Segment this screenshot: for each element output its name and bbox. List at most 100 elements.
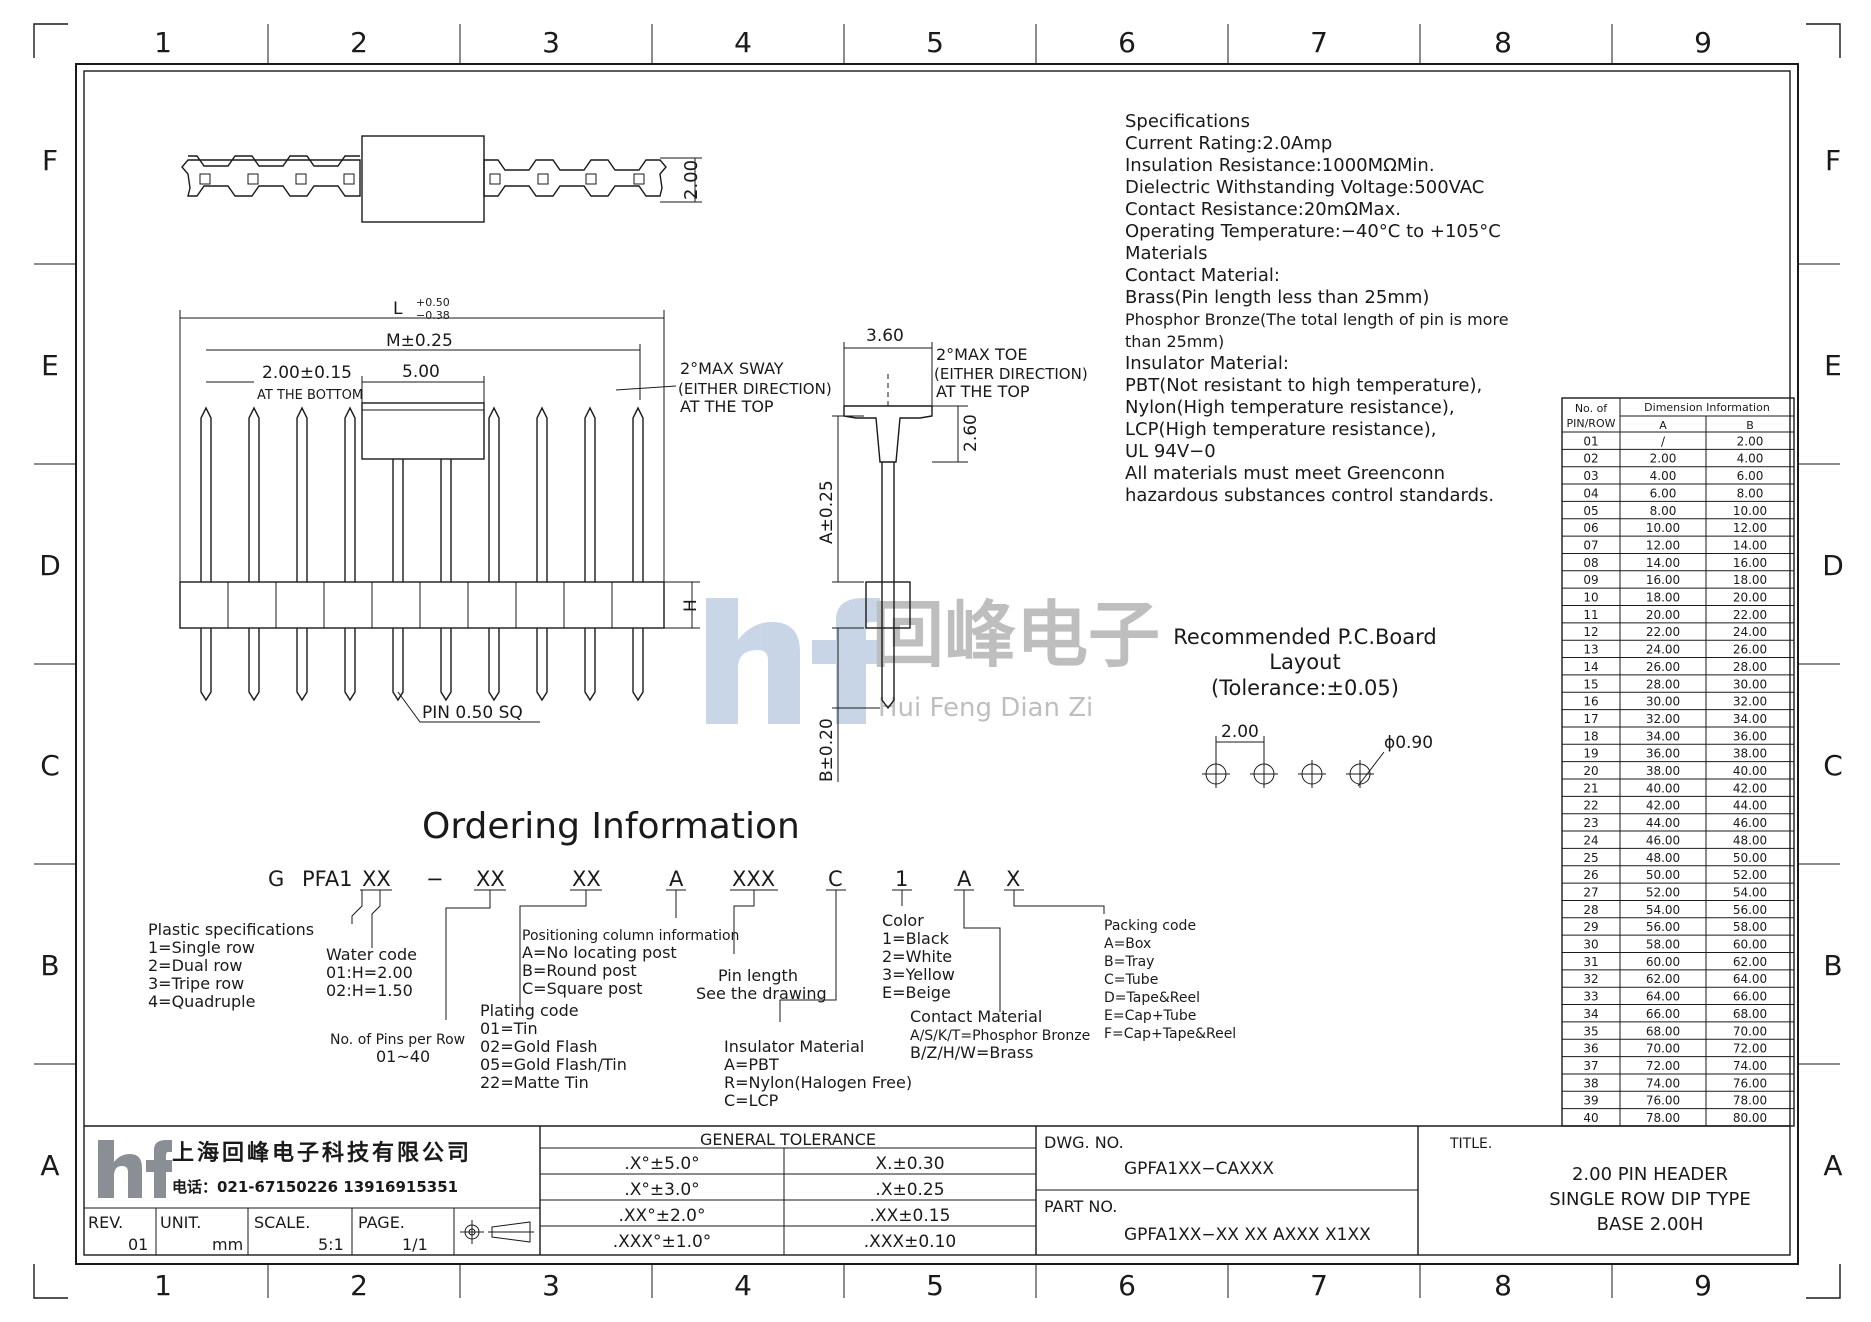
spec-line-2: Insulation Resistance:1000MΩMin. <box>1125 155 1435 176</box>
table-cell-pins: 16 <box>1583 695 1598 709</box>
table-cell-b: 6.00 <box>1737 469 1764 483</box>
color-0: Color <box>882 911 924 930</box>
color-2: 2=White <box>882 947 952 966</box>
table-cell-a: 26.00 <box>1646 660 1680 674</box>
zone-col-1: 1 <box>154 26 172 59</box>
table-cell-a: 50.00 <box>1646 868 1680 882</box>
zone-row-C: C <box>40 749 60 782</box>
table-cell-pins: 17 <box>1583 712 1598 726</box>
ordering-info: Ordering Information G PFA1 XX − XX XX A… <box>148 806 1236 1110</box>
tol-linear-2: .X±0.25 <box>875 1180 944 1200</box>
insulator-3: C=LCP <box>724 1091 779 1110</box>
zone-row-D-right: D <box>1822 549 1844 582</box>
table-cell-a: 60.00 <box>1646 955 1680 969</box>
spec-line-4: Contact Resistance:20mΩMax. <box>1125 199 1401 220</box>
zone-row-E-right: E <box>1824 349 1842 382</box>
specifications: Specifications Current Rating:2.0Amp Ins… <box>1125 111 1509 506</box>
pcb-hole-dia: ϕ0.90 <box>1384 733 1433 753</box>
table-cell-a: 52.00 <box>1646 885 1680 899</box>
table-cell-a: 66.00 <box>1646 1007 1680 1021</box>
corner-marks <box>33 23 1841 1299</box>
watermark-cn: 回峰电子 <box>872 593 1160 677</box>
spec-line-6: Materials <box>1125 243 1208 264</box>
table-cell-a: 2.00 <box>1650 452 1677 466</box>
top-view-height-dim: 2.00 <box>681 160 702 200</box>
pcb-holes <box>1202 760 1374 788</box>
plating-2: 02=Gold Flash <box>480 1037 598 1056</box>
table-cell-b: 60.00 <box>1733 938 1767 952</box>
title-line-1: 2.00 PIN HEADER <box>1572 1164 1728 1185</box>
zone-col-9-bottom: 9 <box>1694 1269 1712 1302</box>
scale-label: SCALE. <box>254 1213 310 1232</box>
table-cell-a: 14.00 <box>1646 556 1680 570</box>
spec-line-16: All materials must meet Greenconn <box>1125 463 1445 484</box>
table-cell-b: 66.00 <box>1733 990 1767 1004</box>
pins-1: 01~40 <box>376 1047 430 1066</box>
packing-2: B=Tray <box>1104 954 1154 970</box>
table-cell-pins: 23 <box>1583 816 1598 830</box>
zone-col-1-bottom: 1 <box>154 1269 172 1302</box>
code-g: G <box>268 867 284 891</box>
table-cell-a: 24.00 <box>1646 643 1680 657</box>
table-head-a: A <box>1659 419 1667 432</box>
code-insulator: C <box>828 867 843 891</box>
code-pins: XX <box>476 867 505 891</box>
packing-5: E=Cap+Tube <box>1104 1008 1196 1024</box>
table-cell-a: 78.00 <box>1646 1111 1680 1125</box>
tol-angle-1: .X°±5.0° <box>624 1154 699 1174</box>
table-cell-b: 32.00 <box>1733 695 1767 709</box>
code-plating: XX <box>572 867 601 891</box>
rev-value: 01 <box>128 1235 148 1254</box>
table-cell-b: 44.00 <box>1733 799 1767 813</box>
dim-base-width: 5.00 <box>402 362 440 382</box>
table-cell-a: 70.00 <box>1646 1042 1680 1056</box>
projection-symbol-icon <box>460 1220 534 1244</box>
table-cell-pins: 37 <box>1583 1059 1598 1073</box>
table-cell-pins: 26 <box>1583 868 1598 882</box>
zone-col-9: 9 <box>1694 26 1712 59</box>
table-cell-b: 48.00 <box>1733 833 1767 847</box>
table-cell-b: 18.00 <box>1733 573 1767 587</box>
dim-L: L <box>393 299 403 319</box>
table-cell-pins: 11 <box>1583 608 1598 622</box>
zone-col-2: 2 <box>350 26 368 59</box>
table-cell-pins: 05 <box>1583 504 1598 518</box>
table-cell-a: 22.00 <box>1646 625 1680 639</box>
table-cell-b: 70.00 <box>1733 1024 1767 1038</box>
table-cell-a: 38.00 <box>1646 764 1680 778</box>
table-cell-a: 54.00 <box>1646 903 1680 917</box>
zone-row-F: F <box>42 144 58 177</box>
packing-0: Packing code <box>1104 918 1196 934</box>
table-cell-b: 74.00 <box>1733 1059 1767 1073</box>
table-cell-a: 16.00 <box>1646 573 1680 587</box>
table-cell-pins: 07 <box>1583 538 1598 552</box>
table-cell-pins: 36 <box>1583 1042 1598 1056</box>
table-cell-b: 40.00 <box>1733 764 1767 778</box>
table-cell-b: 68.00 <box>1733 1007 1767 1021</box>
table-cell-b: 46.00 <box>1733 816 1767 830</box>
table-cell-pins: 10 <box>1583 591 1598 605</box>
tol-angle-3: .XX°±2.0° <box>619 1206 706 1226</box>
spec-line-15: UL 94V−0 <box>1125 441 1216 462</box>
side-dim-2-60: 2.60 <box>961 414 981 452</box>
table-cell-b: 62.00 <box>1733 955 1767 969</box>
position-0: Positioning column information <box>522 928 739 944</box>
side-dim-B: B±0.20 <box>817 718 837 782</box>
table-cell-b: 22.00 <box>1733 608 1767 622</box>
code-pfa1: PFA1 <box>302 867 353 891</box>
table-cell-pins: 08 <box>1583 556 1598 570</box>
table-cell-pins: 03 <box>1583 469 1598 483</box>
table-cell-b: 76.00 <box>1733 1076 1767 1090</box>
contact-1: A/S/K/T=Phosphor Bronze <box>910 1028 1090 1044</box>
table-cell-a: 74.00 <box>1646 1076 1680 1090</box>
table-head-b: B <box>1746 419 1754 432</box>
table-cell-a: 72.00 <box>1646 1059 1680 1073</box>
table-cell-b: 30.00 <box>1733 677 1767 691</box>
tol-linear-1: X.±0.30 <box>875 1154 944 1174</box>
table-head-group: Dimension Information <box>1644 401 1770 414</box>
inner-frame <box>83 70 1791 1256</box>
pcb-title-1: Recommended P.C.Board <box>1173 625 1436 649</box>
table-cell-a: 6.00 <box>1650 486 1677 500</box>
table-cell-a: 8.00 <box>1650 504 1677 518</box>
